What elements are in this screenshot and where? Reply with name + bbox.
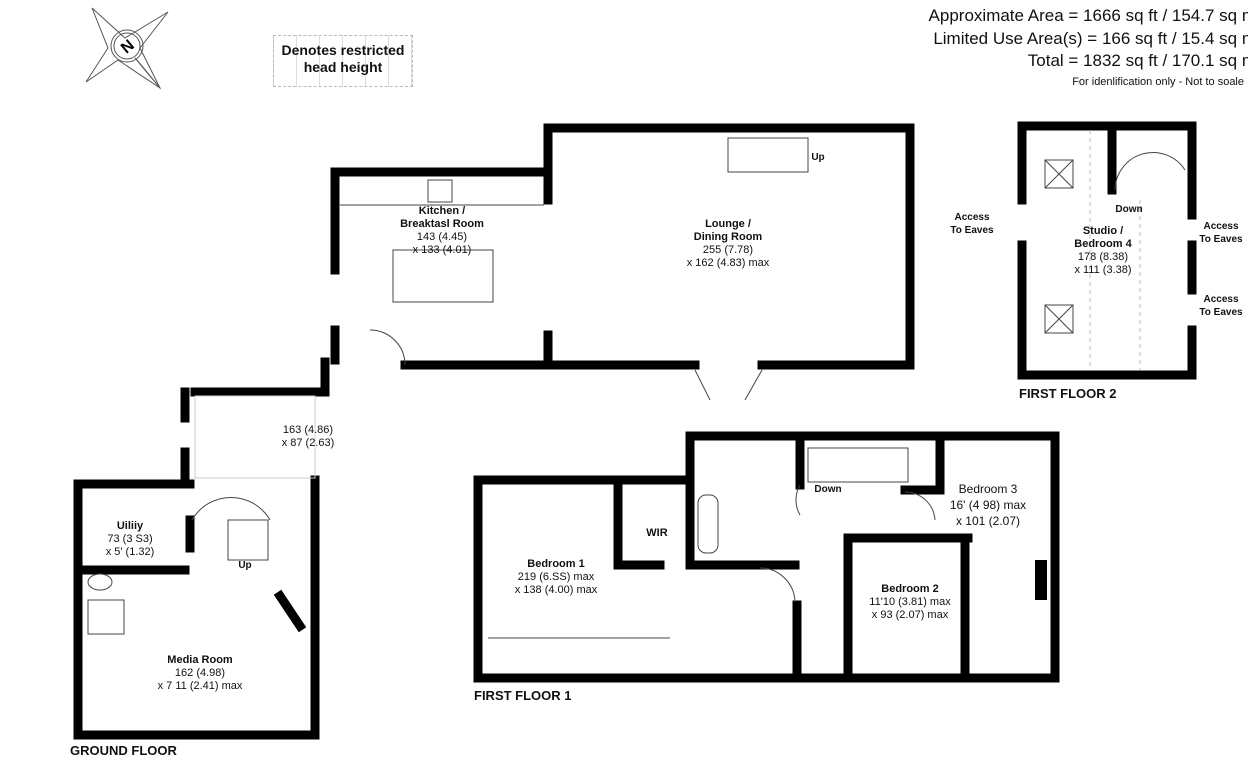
stairs-up-label: Up bbox=[811, 152, 825, 163]
disclaimer: For idenlification only - Not to soale bbox=[1072, 76, 1244, 88]
legend-line1: Denotes restricted bbox=[281, 42, 405, 58]
label: Access bbox=[954, 212, 990, 223]
label: To Eaves bbox=[1199, 307, 1243, 318]
floor-label-ground: GROUND FLOOR bbox=[70, 743, 177, 758]
room-bedroom-1: Bedroom 1 219 (6.SS) max x 138 (4.00) ma… bbox=[515, 558, 598, 597]
room-dim: 16' (4 98) max bbox=[949, 498, 1027, 512]
room-dim: x 93 (2.07) max bbox=[871, 609, 949, 621]
room-dim: x 133 (4.01) bbox=[412, 244, 472, 256]
walls bbox=[73, 121, 1197, 740]
room-hall: 163 (4.86) x 87 (2.63) bbox=[282, 424, 335, 450]
room-dim: 162 (4.98) bbox=[174, 667, 226, 679]
room-name: Bedroom 3 bbox=[958, 482, 1018, 496]
total-area: Total = 1832 sq ft / 170.1 sq m bbox=[1027, 51, 1248, 70]
room-name: Media Room bbox=[167, 654, 233, 666]
room-dim: x 162 (4.83) max bbox=[686, 257, 770, 269]
room-name: Breaktasl Room bbox=[400, 218, 484, 230]
compass-icon: N bbox=[85, 7, 169, 90]
room-media: Media Room 162 (4.98) x 7 11 (2.41) max bbox=[158, 654, 243, 693]
floor-label-first-1: FIRST FLOOR 1 bbox=[474, 688, 572, 703]
room-wir: WIR bbox=[646, 527, 668, 539]
access-eaves-right-2: Access To Eaves bbox=[1199, 293, 1242, 319]
floor-label-first-2: FIRST FLOOR 2 bbox=[1019, 386, 1117, 401]
stairs-down-label: Down bbox=[1115, 204, 1143, 215]
room-name: Bedroom 1 bbox=[527, 558, 585, 570]
room-studio: Studio / Bedroom 4 178 (8.38) x 111 (3.3… bbox=[1074, 225, 1131, 277]
room-bedroom-3: Bedroom 3 16' (4 98) max x 101 (2.07) bbox=[950, 481, 1026, 529]
room-dim: x 87 (2.63) bbox=[281, 437, 335, 449]
room-name: Bedroom 2 bbox=[881, 583, 939, 595]
approximate-area: Approximate Area = 1666 sq ft / 154.7 sq… bbox=[928, 6, 1248, 25]
label: To Eaves bbox=[950, 225, 994, 236]
room-dim: 143 (4.45) bbox=[416, 231, 468, 243]
restricted-height-legend: Denotes restricted head height bbox=[273, 35, 413, 87]
svg-text:N: N bbox=[118, 37, 138, 57]
room-dim: x 7 11 (2.41) max bbox=[157, 680, 243, 692]
label: To Eaves bbox=[1199, 234, 1243, 245]
room-name: Studio / bbox=[1082, 225, 1124, 237]
stairs-down-label: Down bbox=[814, 484, 842, 495]
room-name: Kitchen / bbox=[418, 205, 466, 217]
room-dim: x 111 (3.38) bbox=[1074, 264, 1132, 276]
room-name: Dining Room bbox=[693, 231, 763, 243]
room-name: Uiliiy bbox=[116, 520, 144, 532]
room-dim: x 5' (1.32) bbox=[105, 546, 155, 558]
room-lounge: Lounge / Dining Room 255 (7.78) x 162 (4… bbox=[687, 218, 770, 270]
access-eaves-left: Access To Eaves bbox=[950, 211, 993, 237]
room-dim: 163 (4.86) bbox=[282, 424, 334, 436]
room-name: Bedroom 4 bbox=[1074, 238, 1132, 250]
label: Access bbox=[1203, 221, 1239, 232]
limited-use-area: Limited Use Area(s) = 166 sq ft / 15.4 s… bbox=[933, 29, 1248, 48]
room-dim: 219 (6.SS) max bbox=[517, 571, 595, 583]
access-eaves-right-1: Access To Eaves bbox=[1199, 220, 1242, 246]
room-dim: 11'10 (3.81) max bbox=[869, 596, 951, 608]
room-dim: 255 (7.78) bbox=[702, 244, 754, 256]
fixtures bbox=[87, 130, 1186, 639]
room-kitchen: Kitchen / Breaktasl Room 143 (4.45) x 13… bbox=[400, 205, 484, 257]
room-dim: 73 (3 S3) bbox=[107, 533, 153, 545]
room-dim: x 101 (2.07) bbox=[955, 514, 1021, 528]
room-dim: x 138 (4.00) max bbox=[514, 584, 598, 596]
legend-line2: head height bbox=[303, 59, 383, 75]
label: Access bbox=[1203, 294, 1239, 305]
stairs-up-label: Up bbox=[238, 560, 252, 571]
room-utility: Uiliiy 73 (3 S3) x 5' (1.32) bbox=[106, 520, 155, 559]
room-name: Lounge / bbox=[705, 218, 751, 230]
room-bedroom-2: Bedroom 2 11'10 (3.81) max x 93 (2.07) m… bbox=[869, 583, 950, 622]
room-dim: 178 (8.38) bbox=[1077, 251, 1129, 263]
